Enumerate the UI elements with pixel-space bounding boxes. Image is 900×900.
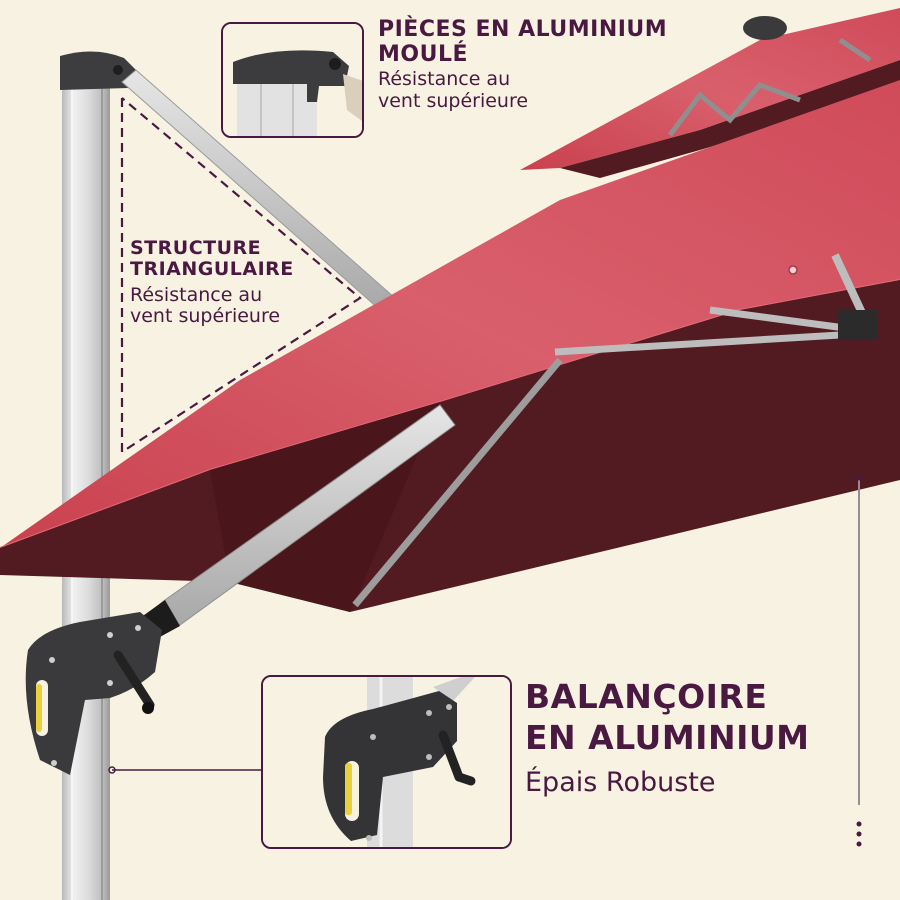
- callout-subtitle: Résistance au vent supérieure: [378, 68, 667, 113]
- callout-cast-aluminium-parts: PIÈCES EN ALUMINIUM MOULÉ Résistance au …: [378, 17, 668, 113]
- callout-title: STRUCTURE TRIANGULAIRE: [130, 237, 294, 281]
- callout-subtitle: Résistance au vent supérieure: [130, 283, 294, 329]
- crank-housing: [25, 612, 163, 775]
- callout-title-line: STRUCTURE: [130, 237, 262, 259]
- callout-subtitle-line: Résistance au: [130, 283, 263, 306]
- callout-title-line: MOULÉ: [378, 41, 469, 67]
- callout-subtitle-line: vent supérieure: [378, 90, 529, 113]
- crank-closeup-image: [263, 677, 510, 847]
- callout-title: BALANÇOIRE EN ALUMINIUM: [525, 676, 810, 759]
- crank-handle: [113, 650, 155, 710]
- pole-top-bracket: [60, 51, 138, 90]
- callout-title-line: PIÈCES EN ALUMINIUM: [378, 17, 668, 42]
- bracket-closeup-image: [223, 24, 362, 136]
- callout-title-line: EN ALUMINIUM: [525, 718, 810, 758]
- callout-subtitle-line: vent supérieure: [130, 305, 281, 328]
- callout-subtitle: Épais Robuste: [525, 767, 810, 798]
- callout-title-line: BALANÇOIRE: [525, 677, 768, 716]
- triangle-outline: [120, 97, 362, 455]
- callout-title: PIÈCES EN ALUMINIUM MOULÉ: [378, 17, 668, 67]
- callout-triangular-structure: STRUCTURE TRIANGULAIRE Résistance au ven…: [130, 237, 294, 329]
- callout-aluminium-swing-arm: BALANÇOIRE EN ALUMINIUM Épais Robuste: [525, 676, 810, 798]
- callout-title-line: TRIANGULAIRE: [130, 258, 294, 281]
- canopy-rib: [352, 357, 563, 608]
- canopy-top: [0, 80, 900, 548]
- inset-top-bracket-closeup: [221, 22, 364, 138]
- callout-subtitle-line: Résistance au: [378, 68, 511, 91]
- inset-crank-handle-closeup: [261, 675, 512, 849]
- canopy-vent: [520, 8, 900, 170]
- callout-subtitle-line: Épais Robuste: [525, 766, 716, 798]
